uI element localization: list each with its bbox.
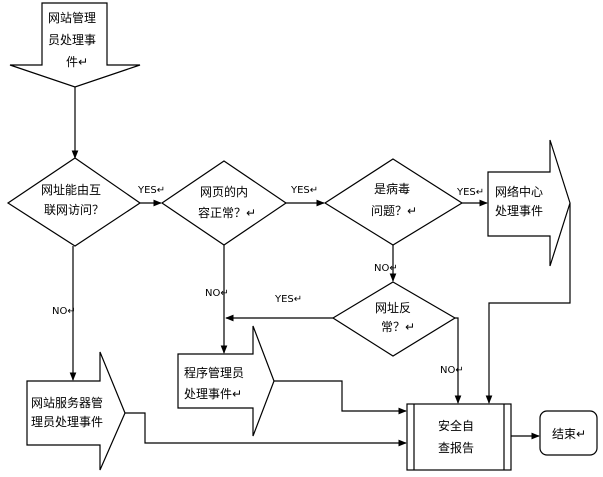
edge-server-security — [125, 412, 407, 447]
decision-virus-problem: 是病毒 问题？↵ — [323, 158, 464, 246]
program-line-1: 程序管理员 — [184, 365, 244, 380]
d1-line-2: 联网访问？ — [44, 203, 104, 217]
d2-line-1: 网页的内 — [200, 184, 248, 199]
decision-content-normal: 网页的内 容正常？↵ — [160, 160, 288, 246]
decision-url-abnormal: 网址反 常？↵ — [331, 281, 457, 357]
start-arrow: 网站管理 员处理事 件↵ — [9, 2, 141, 88]
label-no-2: NO↵ — [205, 288, 229, 299]
process-network-center: 网络中心 处理事件 — [487, 139, 571, 267]
process-server-manager: 网站服务器管 理员处理事件 — [26, 351, 126, 471]
label-yes-4: YES↵ — [274, 294, 302, 305]
edge-program-security — [274, 380, 407, 415]
label-no-1: NO↵ — [52, 306, 76, 317]
end-terminal: 结束↵ — [539, 410, 598, 456]
label-yes-1: YES↵ — [137, 185, 165, 196]
edge-labels: YES↵ YES↵ YES↵ YES↵ NO↵ NO↵ NO↵ NO↵ — [52, 185, 484, 376]
network-line-1: 网络中心 — [495, 184, 543, 199]
d1-line-1: 网址能由互 — [41, 183, 101, 197]
decision-url-accessible: 网址能由互 联网访问？ — [6, 157, 142, 247]
server-line-2: 理员处理事件 — [31, 415, 103, 429]
label-no-4: NO↵ — [440, 365, 464, 376]
connectors — [69, 87, 571, 447]
d4-line-1: 网址反 — [375, 301, 411, 315]
d3-line-1: 是病毒 — [374, 181, 410, 196]
d3-line-2: 问题？↵ — [371, 204, 417, 218]
start-line-2: 员处理事 — [48, 33, 96, 47]
program-line-2: 处理事件↵ — [184, 387, 242, 401]
label-yes-3: YES↵ — [456, 187, 484, 198]
process-program-manager: 程序管理员 处理事件↵ — [177, 325, 275, 437]
label-yes-2: YES↵ — [290, 185, 318, 196]
end-label: 结束↵ — [552, 427, 586, 441]
edge-d4-security-no — [454, 317, 462, 404]
process-security-report: 安全自 查报告 — [406, 403, 512, 471]
edge-network-security — [485, 203, 571, 404]
network-line-2: 处理事件 — [495, 204, 543, 218]
d2-line-2: 容正常？↵ — [198, 205, 256, 220]
security-line-1: 安全自 — [438, 418, 474, 433]
security-line-2: 查报告 — [438, 440, 474, 455]
start-line-3: 件↵ — [66, 55, 88, 69]
d4-line-2: 常？↵ — [381, 320, 415, 334]
start-line-1: 网站管理 — [48, 10, 96, 25]
server-line-1: 网站服务器管 — [31, 395, 103, 410]
label-no-3: NO↵ — [374, 263, 398, 274]
